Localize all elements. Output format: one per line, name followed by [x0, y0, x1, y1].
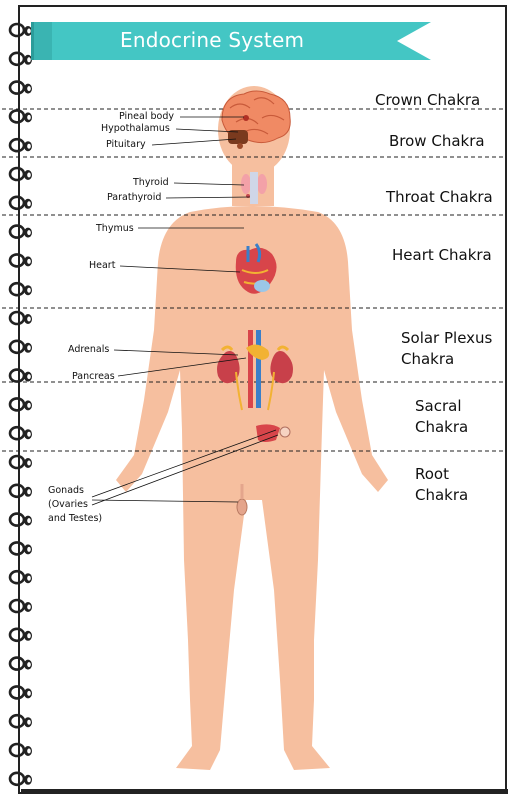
- spiral-ring-icon: [8, 656, 32, 671]
- label-adrenals: Adrenals: [68, 344, 110, 355]
- label-pituitary: Pituitary: [106, 139, 146, 150]
- title-banner: [31, 22, 431, 60]
- spiral-ring-icon: [8, 454, 32, 470]
- spiral-binding: [8, 22, 32, 787]
- spiral-ring-icon: [8, 339, 32, 355]
- label-hypothalamus: Hypothalamus: [101, 123, 170, 134]
- spiral-ring-icon: [8, 742, 32, 758]
- spiral-ring-icon: [8, 512, 32, 527]
- testes-icon: [236, 484, 248, 516]
- spiral-ring-icon: [8, 224, 32, 239]
- chakra-heart: Heart Chakra: [392, 246, 492, 264]
- spiral-ring-icon: [8, 80, 32, 95]
- label-heart: Heart: [89, 260, 116, 271]
- label-thymus: Thymus: [96, 223, 134, 234]
- spiral-ring-icon: [8, 397, 32, 412]
- spiral-ring-icon: [8, 685, 32, 700]
- label-gonads: Gonads (Ovaries and Testes): [48, 485, 103, 524]
- spiral-ring-icon: [8, 195, 32, 211]
- spiral-ring-icon: [8, 137, 32, 153]
- spiral-ring-icon: [8, 109, 32, 124]
- spiral-ring-icon: [8, 483, 32, 499]
- spiral-ring-icon: [8, 281, 32, 297]
- brain-icon: [221, 90, 291, 149]
- spiral-ring-icon: [8, 22, 32, 38]
- label-parathyroid: Parathyroid: [107, 192, 162, 203]
- spiral-ring-icon: [8, 569, 32, 585]
- label-pineal-body: Pineal body: [119, 111, 175, 122]
- kidneys-icon: [217, 330, 293, 411]
- chakra-sacral: Sacral Chakra: [415, 397, 469, 436]
- spiral-ring-icon: [8, 425, 32, 441]
- spiral-ring-icon: [8, 771, 32, 787]
- spiral-ring-icon: [8, 310, 32, 326]
- spiral-ring-icon: [8, 51, 32, 67]
- chakra-root: Root Chakra: [415, 465, 469, 504]
- spiral-ring-icon: [8, 598, 32, 614]
- chakra-brow: Brow Chakra: [389, 132, 485, 150]
- label-pancreas: Pancreas: [72, 371, 115, 382]
- label-leaders: [91, 116, 279, 506]
- chakra-solar-plexus: Solar Plexus Chakra: [401, 329, 493, 368]
- spiral-ring-icon: [8, 713, 32, 729]
- chakra-throat: Throat Chakra: [386, 188, 493, 206]
- page-bottom-edge: [21, 789, 508, 794]
- spiral-ring-icon: [8, 253, 32, 268]
- spiral-ring-icon: [8, 627, 32, 643]
- page-title: Endocrine System: [120, 28, 305, 52]
- chakra-crown: Crown Chakra: [375, 91, 481, 109]
- label-thyroid: Thyroid: [133, 177, 169, 188]
- spiral-ring-icon: [8, 541, 32, 556]
- spiral-ring-icon: [8, 166, 32, 182]
- heart-icon: [235, 243, 277, 294]
